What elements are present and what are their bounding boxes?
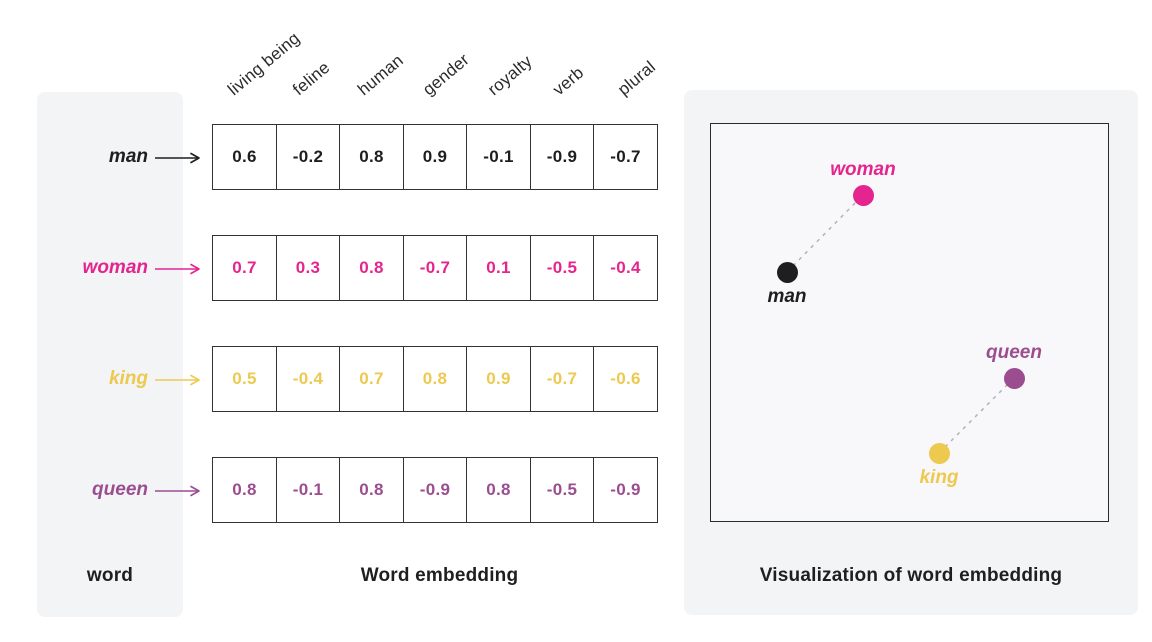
word-column-panel <box>37 92 183 617</box>
right-arrow-icon <box>155 374 200 386</box>
plot-point-label: woman <box>830 159 896 180</box>
embedding-cell: -0.7 <box>529 346 595 412</box>
plot-point <box>776 261 798 283</box>
embedding-cell: 0.7 <box>212 235 277 301</box>
embedding-cell: 0.9 <box>402 124 468 190</box>
column-header-label: living being <box>223 28 303 100</box>
embedding-cell: 0.7 <box>339 346 404 412</box>
plot-point-label: man <box>767 286 807 307</box>
embedding-cell: 0.8 <box>339 124 404 190</box>
plot-point-label: king <box>919 467 959 488</box>
embedding-cell: 0.9 <box>466 346 531 412</box>
plot-point <box>852 184 874 206</box>
plot-point-label: queen <box>986 342 1042 363</box>
embedding-cell: 0.6 <box>212 124 277 190</box>
embedding-cell: -0.9 <box>402 457 468 523</box>
column-header-label: gender <box>418 49 473 100</box>
row-word-label: king <box>108 368 148 389</box>
embedding-cell: 0.8 <box>402 346 468 412</box>
right-arrow-icon <box>155 152 200 164</box>
embedding-caption: Word embedding <box>360 565 519 586</box>
embedding-cell: 0.8 <box>339 235 404 301</box>
column-header-label: feline <box>288 57 333 100</box>
embedding-cell: -0.4 <box>275 346 341 412</box>
column-header-label: verb <box>548 62 587 100</box>
embedding-cell: -0.5 <box>529 457 595 523</box>
embedding-cell: -0.4 <box>593 235 658 301</box>
embedding-cell: -0.7 <box>593 124 658 190</box>
embedding-cell: -0.9 <box>529 124 595 190</box>
embedding-cell: -0.5 <box>529 235 595 301</box>
column-header-label: plural <box>613 57 659 100</box>
embedding-cell: 0.8 <box>466 457 531 523</box>
embedding-cell: -0.6 <box>593 346 658 412</box>
embedding-cell: -0.2 <box>275 124 341 190</box>
embedding-cell: -0.1 <box>275 457 341 523</box>
word-caption: word <box>86 565 134 586</box>
plot-point <box>1003 367 1025 389</box>
row-word-label: man <box>108 146 148 167</box>
column-header-label: human <box>353 50 407 100</box>
plot-point <box>928 442 950 464</box>
connection-line <box>938 377 1015 454</box>
plot-connections <box>786 194 1015 454</box>
embedding-cell: -0.1 <box>466 124 531 190</box>
embedding-cell: 0.1 <box>466 235 531 301</box>
row-word-label: queen <box>92 479 148 500</box>
embedding-cell: -0.9 <box>593 457 658 523</box>
right-arrow-icon <box>155 263 200 275</box>
embedding-plot: man woman king queen <box>710 123 1109 522</box>
row-word-label: woman <box>82 257 148 278</box>
embedding-cell: -0.7 <box>402 235 468 301</box>
column-header-label: royalty <box>483 51 536 100</box>
embedding-cell: 0.5 <box>212 346 277 412</box>
connection-line <box>786 194 864 273</box>
embedding-cell: 0.8 <box>212 457 277 523</box>
embedding-cell: 0.3 <box>275 235 341 301</box>
visualization-caption: Visualization of word embedding <box>759 565 1063 586</box>
embedding-cell: 0.8 <box>339 457 404 523</box>
right-arrow-icon <box>155 485 200 497</box>
